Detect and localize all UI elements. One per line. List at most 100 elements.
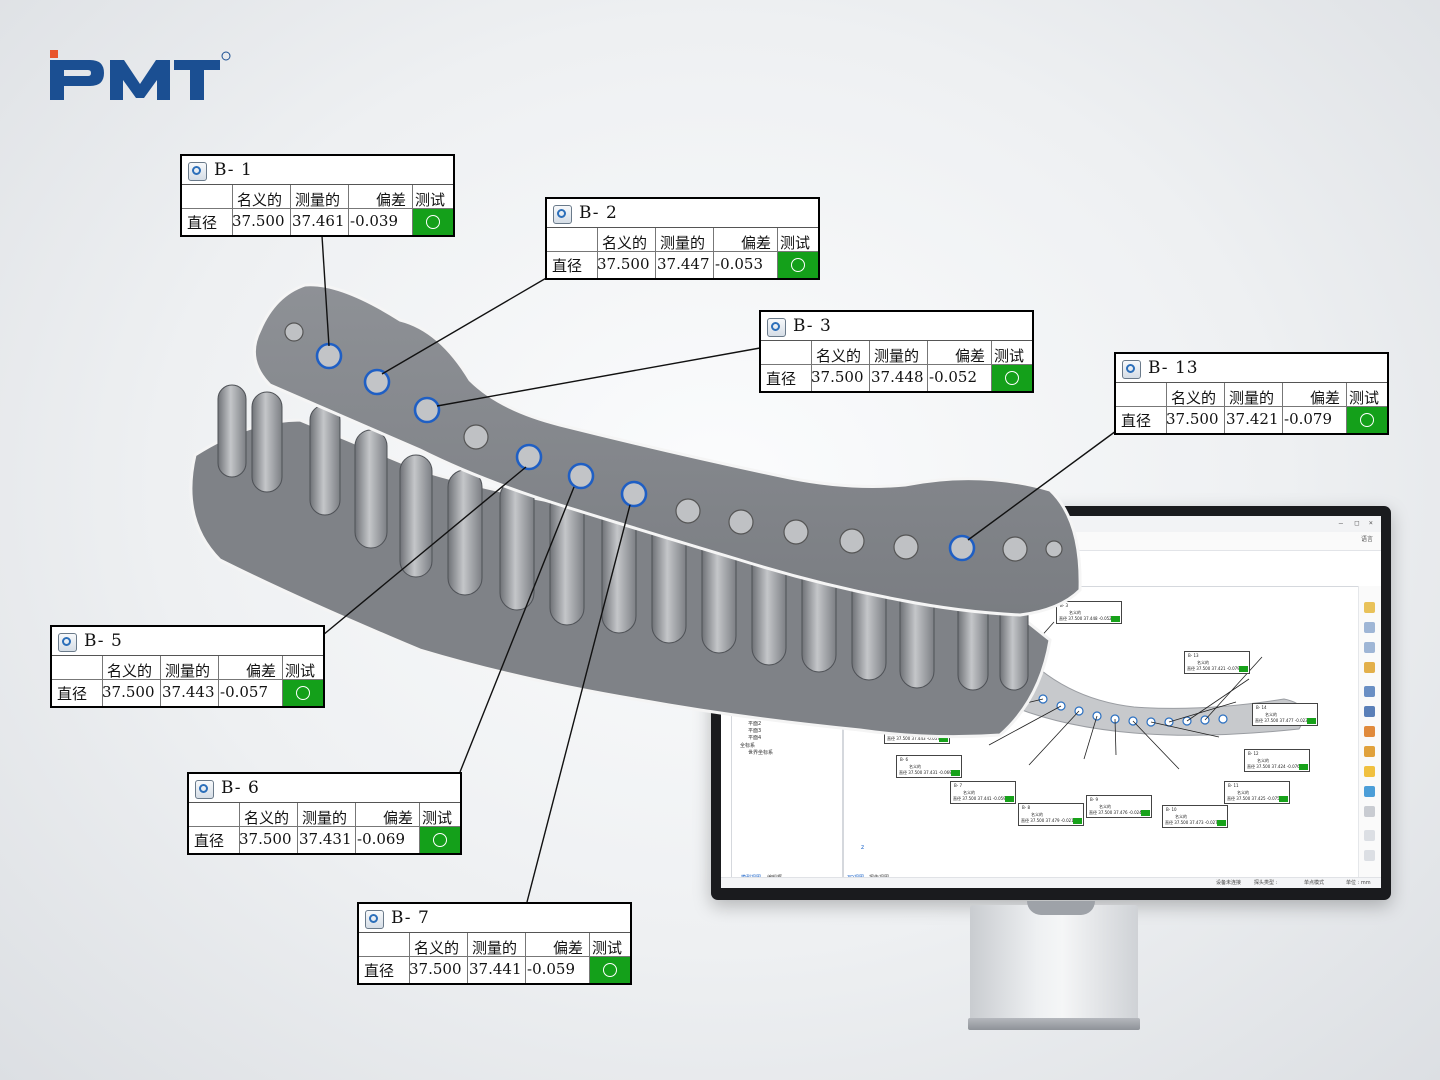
header-test: 测试 — [592, 939, 623, 957]
tree-item[interactable]: 特征 — [740, 706, 751, 712]
nominal-value: 37.500 — [409, 960, 462, 978]
deviation-value: -0.053 — [715, 255, 764, 273]
callout-title: B- 1 — [214, 160, 253, 180]
callout-title: B- 7 — [391, 908, 430, 928]
label-icon[interactable] — [1364, 766, 1375, 777]
callout-title-row: B- 13 — [1116, 354, 1387, 383]
language-menu[interactable]: 语言 — [1360, 536, 1373, 543]
header-test: 测试 — [422, 809, 453, 827]
deviation-value: -0.039 — [350, 212, 399, 230]
rotate-icon[interactable] — [1364, 662, 1375, 673]
header-measured: 测量的 — [472, 939, 518, 957]
export-icon[interactable] — [1364, 786, 1375, 797]
fit-view-icon[interactable] — [1364, 622, 1375, 633]
callout-b13: B- 13 名义的 测量的 偏差 测试 直径 37.500 37.421 -0.… — [1114, 352, 1389, 435]
callout-title-row: B- 1 — [182, 156, 453, 185]
nominal-value: 37.500 — [1166, 410, 1219, 428]
circle-feature-icon — [188, 162, 207, 181]
header-nominal: 名义的 — [237, 191, 283, 209]
pmt-logo-mark — [50, 50, 231, 100]
callout-title-row: B- 5 — [52, 627, 323, 656]
deviation-value: -0.079 — [1284, 410, 1333, 428]
header-test: 测试 — [1349, 389, 1380, 407]
header-deviation: 偏差 — [376, 191, 407, 209]
header-measured: 测量的 — [1229, 389, 1275, 407]
header-nominal: 名义的 — [244, 809, 290, 827]
tree-item[interactable]: 平面2 — [748, 721, 762, 727]
callout-title: B- 3 — [793, 316, 832, 336]
pass-indicator-icon — [413, 209, 453, 235]
callout-b1: B- 1 名义的 测量的 偏差 测试 直径 37.500 37.461 -0.0… — [180, 154, 455, 237]
header-measured: 测量的 — [165, 662, 211, 680]
probe-type: 探头类型 : — [1254, 880, 1278, 886]
zoom-icon[interactable] — [1364, 642, 1375, 653]
measured-value: 37.448 — [871, 368, 924, 386]
header-test: 测试 — [780, 234, 811, 252]
monitor-stand — [970, 905, 1138, 1023]
circle-feature-icon — [58, 633, 77, 652]
pass-indicator-icon — [283, 680, 323, 706]
work-tab[interactable]: 工作 — [739, 575, 752, 582]
deviation-value: -0.069 — [357, 830, 406, 848]
device-status: 设备未连接 — [1216, 880, 1242, 886]
monitor-stand-base — [968, 1018, 1140, 1030]
deviation-value: -0.052 — [929, 368, 978, 386]
model-tree-panel: 特征 平面1 平面2 平面3 平面4 全标系 世界坐标系 — [731, 586, 843, 880]
deviation-value: -0.057 — [220, 683, 269, 701]
header-test: 测试 — [415, 191, 446, 209]
nominal-value: 37.500 — [811, 368, 864, 386]
color-icon[interactable] — [1364, 726, 1375, 737]
minimize-icon[interactable]: – — [1338, 519, 1343, 527]
circle-feature-icon — [195, 780, 214, 799]
point-mode: 单点模式 — [1304, 880, 1325, 886]
settings-icon[interactable] — [1364, 806, 1375, 817]
pass-indicator-icon — [778, 252, 818, 278]
callout-b5: B- 5 名义的 测量的 偏差 测试 直径 37.500 37.443 -0.0… — [50, 625, 325, 708]
header-deviation: 偏差 — [553, 939, 584, 957]
maximize-icon[interactable]: □ — [1354, 519, 1359, 527]
header-measured: 测量的 — [295, 191, 341, 209]
row-label: 直径 — [1121, 412, 1152, 430]
tree-item[interactable]: 平面1 — [748, 714, 762, 720]
probe-icon[interactable] — [1364, 706, 1375, 717]
window-titlebar: – □ × — [721, 516, 1381, 533]
report-icon[interactable] — [1364, 746, 1375, 757]
tree-item[interactable]: 世界坐标系 — [748, 750, 774, 756]
header-nominal: 名义的 — [602, 234, 648, 252]
callout-b3: B- 3 名义的 测量的 偏差 测试 直径 37.500 37.448 -0.0… — [759, 310, 1034, 393]
tree-item[interactable]: 平面3 — [748, 728, 762, 734]
close-icon[interactable]: × — [1368, 519, 1373, 527]
monitor: – □ × 语言 工作 特征 平面1 平面2 平面3 平面4 全标系 世界坐标系 — [711, 506, 1391, 900]
pass-indicator-icon — [1347, 407, 1387, 433]
row-label: 直径 — [552, 257, 583, 275]
row-label: 直径 — [766, 370, 797, 388]
measure-icon[interactable] — [1364, 686, 1375, 697]
circle-feature-icon — [767, 318, 786, 337]
header-deviation: 偏差 — [1310, 389, 1341, 407]
menubar — [721, 532, 1381, 551]
redo-icon[interactable] — [1364, 850, 1375, 861]
unit-display: 单位 : mm — [1346, 880, 1371, 886]
pass-indicator-icon — [590, 957, 630, 983]
callout-title-row: B- 6 — [189, 774, 460, 803]
view-cube-icon[interactable] — [1364, 602, 1375, 613]
statusbar: 设备未连接 探头类型 : 单点模式 单位 : mm — [721, 877, 1381, 888]
circle-feature-icon — [365, 910, 384, 929]
nominal-value: 37.500 — [597, 255, 650, 273]
row-label: 直径 — [194, 832, 225, 850]
header-test: 测试 — [285, 662, 316, 680]
undo-icon[interactable] — [1364, 830, 1375, 841]
tree-item[interactable]: 平面4 — [748, 735, 762, 741]
circle-feature-icon — [1122, 360, 1141, 379]
header-deviation: 偏差 — [741, 234, 772, 252]
pmt-logo — [50, 46, 240, 102]
tree-item[interactable]: 全标系 — [740, 743, 756, 749]
nominal-value: 37.500 — [232, 212, 285, 230]
